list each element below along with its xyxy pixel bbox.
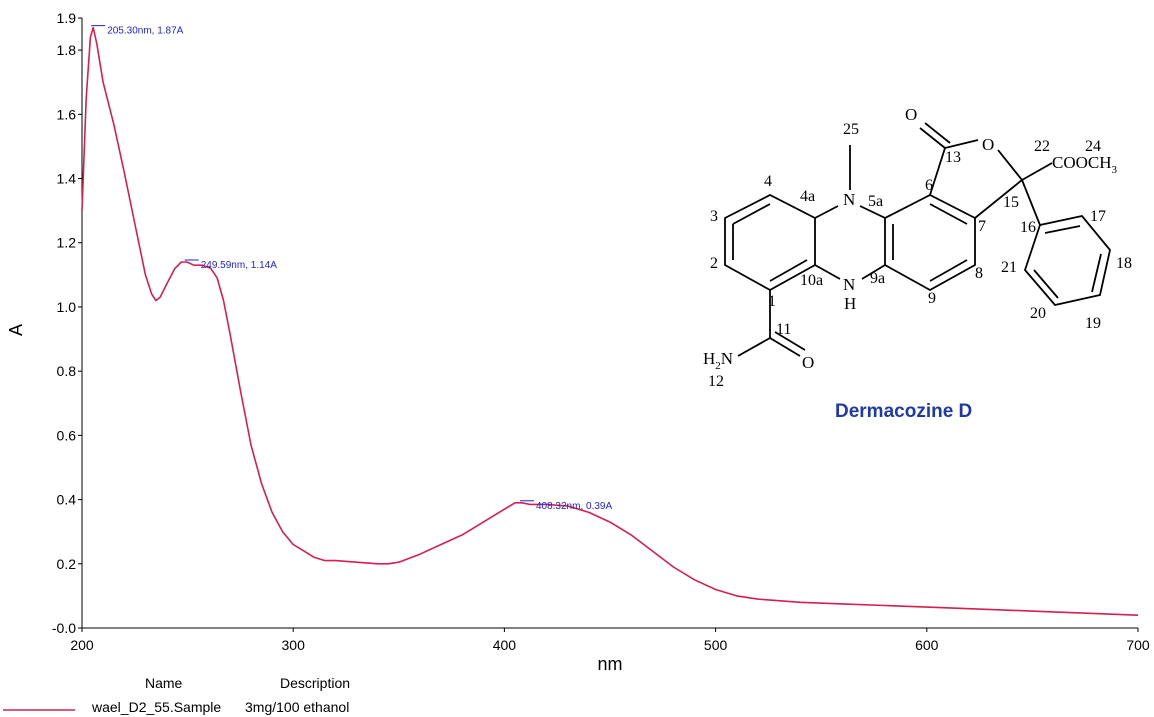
legend-header-name: Name	[145, 675, 183, 691]
atom-n-bottom: N	[843, 275, 855, 294]
y-tick-label: 0.6	[57, 427, 77, 443]
y-axis-ticks: -0.0 0.2 0.4 0.6 0.8 1.0 1.2 1.4 1.6 1.8 1.9	[52, 10, 82, 636]
x-axis-title: nm	[597, 654, 622, 674]
num-4a: 4a	[800, 188, 815, 205]
legend-row-description: 3mg/100 ethanol	[245, 699, 349, 715]
carbonyl-1b	[924, 122, 951, 144]
num-6: 6	[925, 177, 933, 194]
num-10a: 10a	[800, 272, 823, 289]
x-tick-label: 700	[1126, 637, 1150, 653]
num-17: 17	[1090, 208, 1106, 225]
num-24: 24	[1085, 138, 1101, 155]
spectrum-line	[81, 26, 1139, 616]
ester-bond	[1021, 162, 1053, 181]
atom-labels: O O N N H O COOCH3 H2N	[703, 105, 1118, 372]
peak-label: 249.59nm, 1.14A	[201, 260, 277, 271]
amide-co-2	[774, 331, 806, 351]
atom-n-top: N	[843, 190, 855, 209]
phenyl-inner-3	[1033, 269, 1059, 299]
num-1: 1	[768, 293, 776, 310]
y-tick-label: 0.4	[57, 492, 77, 508]
num-9a: 9a	[870, 270, 885, 287]
num-18: 18	[1116, 255, 1132, 272]
peak-label: 408.32nm, 0.39A	[536, 501, 612, 512]
legend-row-name: wael_D2_55.Sample	[91, 699, 221, 715]
x-tick-label: 500	[704, 637, 728, 653]
y-tick-label: 0.2	[57, 556, 77, 572]
num-19: 19	[1085, 315, 1101, 332]
phenyl-bond	[1021, 179, 1041, 226]
atom-o-ring: O	[982, 135, 994, 154]
peak-annotations: 205.30nm, 1.87A 249.59nm, 1.14A 408.32nm, …	[91, 25, 612, 512]
amide-bond-2	[737, 337, 771, 357]
x-axis-ticks: 200 300 400 500 600 700	[70, 628, 1150, 653]
phenyl-ring	[1023, 215, 1111, 306]
atom-o-carbonyl: O	[905, 105, 917, 124]
bond-inner-5	[929, 203, 968, 225]
compound-name: Dermacozine D	[835, 401, 972, 422]
num-15: 15	[1003, 194, 1019, 211]
bond-inner-1	[732, 203, 771, 225]
chemical-structure	[724, 122, 1111, 357]
carbonyl-1	[919, 127, 946, 149]
bond-inner-3	[769, 259, 808, 282]
y-tick-label: 1.0	[57, 299, 77, 315]
group-amine: H2N	[703, 349, 733, 372]
atom-o-amide: O	[802, 353, 814, 372]
num-11: 11	[776, 321, 791, 338]
x-tick-label: 300	[282, 637, 306, 653]
num-16: 16	[1020, 219, 1036, 236]
y-tick-label: 1.8	[57, 42, 77, 58]
x-tick-label: 200	[70, 637, 94, 653]
y-tick-label: 1.9	[57, 10, 77, 26]
phenyl-inner-1	[1044, 225, 1081, 234]
num-4: 4	[764, 173, 772, 190]
ring-middle	[814, 205, 886, 280]
y-tick-label: 1.2	[57, 235, 77, 251]
num-25: 25	[843, 121, 859, 138]
y-tick-label: 1.6	[57, 106, 77, 122]
atom-numbers: 25 4 4a 5a 6 13 22 24 3 15 7 16 17 2 21 …	[708, 121, 1132, 390]
amide-co-1	[769, 337, 801, 357]
legend: Name Description wael_D2_55.Sample 3mg/1…	[3, 675, 350, 715]
ring-right	[884, 193, 976, 292]
num-9: 9	[928, 290, 936, 307]
y-tick-label: 1.4	[57, 171, 77, 187]
num-5a: 5a	[868, 193, 883, 210]
num-22: 22	[1034, 138, 1050, 155]
num-12: 12	[708, 373, 724, 390]
bond-inner-6	[929, 259, 968, 282]
legend-header-description: Description	[280, 675, 350, 691]
peak-label: 205.30nm, 1.87A	[107, 26, 183, 37]
phenyl-inner-2	[1091, 253, 1102, 293]
group-ester: COOCH3	[1052, 153, 1118, 176]
num-3: 3	[710, 208, 718, 225]
num-13: 13	[945, 149, 961, 166]
y-tick-label: 0.8	[57, 363, 77, 379]
num-2: 2	[710, 255, 718, 272]
num-7: 7	[978, 218, 986, 235]
num-8: 8	[975, 265, 983, 282]
num-21: 21	[1001, 259, 1017, 276]
num-20: 20	[1030, 305, 1046, 322]
x-tick-label: 400	[493, 637, 517, 653]
y-tick-label: -0.0	[52, 620, 76, 636]
y-axis-title: A	[6, 324, 26, 336]
x-tick-label: 600	[915, 637, 939, 653]
atom-h-bottom: H	[844, 294, 856, 313]
